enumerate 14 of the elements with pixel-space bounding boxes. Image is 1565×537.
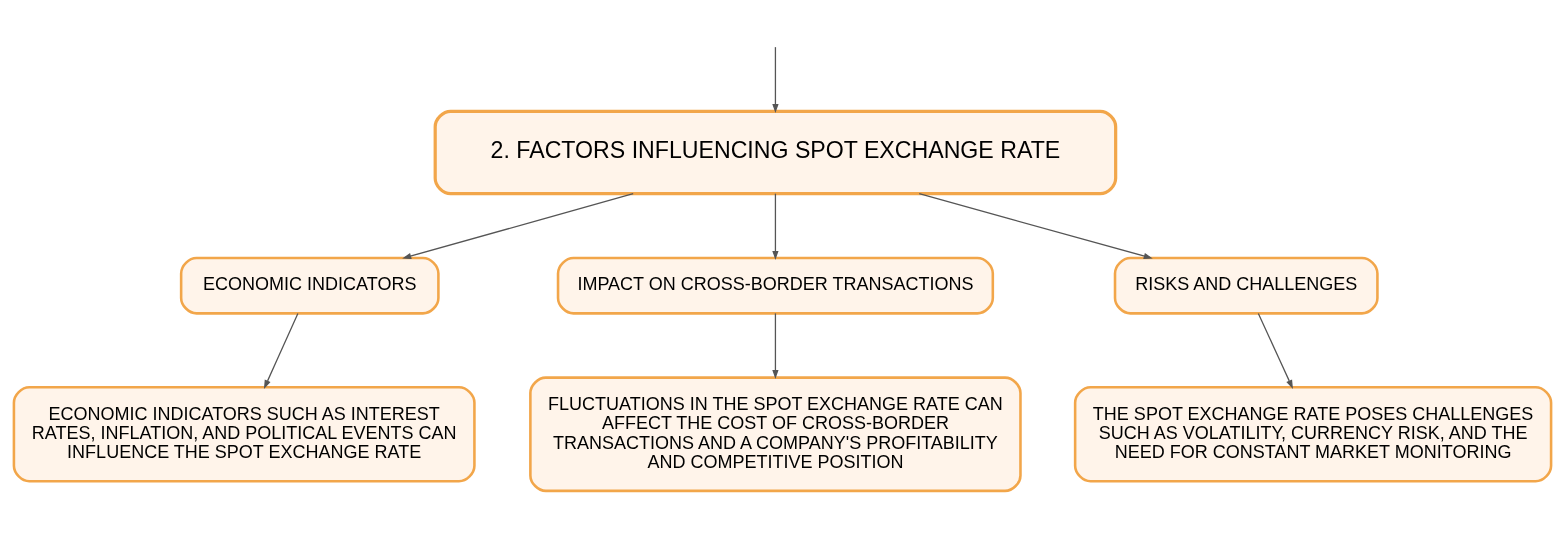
node-box: 2. FACTORS INFLUENCING SPOT EXCHANGE RATE <box>433 109 1118 196</box>
arrow <box>402 193 634 260</box>
arrow <box>772 193 779 260</box>
arrow <box>263 312 299 389</box>
node-box: ECONOMIC INDICATORS <box>179 256 440 315</box>
arrow <box>1257 312 1293 389</box>
arrow <box>772 46 779 114</box>
node-box: RISKS AND CHALLENGES <box>1113 256 1379 315</box>
arrow <box>918 193 1153 260</box>
node-box: IMPACT ON CROSS-BORDER TRANSACTIONS <box>556 256 995 315</box>
node-box: FLUCTUATIONS IN THE SPOT EXCHANGE RATE CAN AFFECT THE COST OF CROSS-BORDER TRANSACTIONS AND A COMPANY'S PROFITABILITY AND COMPETITIVE POSITION <box>529 376 1022 493</box>
node-box: ECONOMIC INDICATORS SUCH AS INTEREST RATES, INFLATION, AND POLITICAL EVENTS CAN INFLUENCE THE SPOT EXCHANGE RATE <box>12 386 476 483</box>
arrow <box>772 312 779 380</box>
node-box: THE SPOT EXCHANGE RATE POSES CHALLENGES SUCH AS VOLATILITY, CURRENCY RISK, AND THE NEED FOR CONSTANT MARKET MONITORING <box>1073 386 1553 483</box>
